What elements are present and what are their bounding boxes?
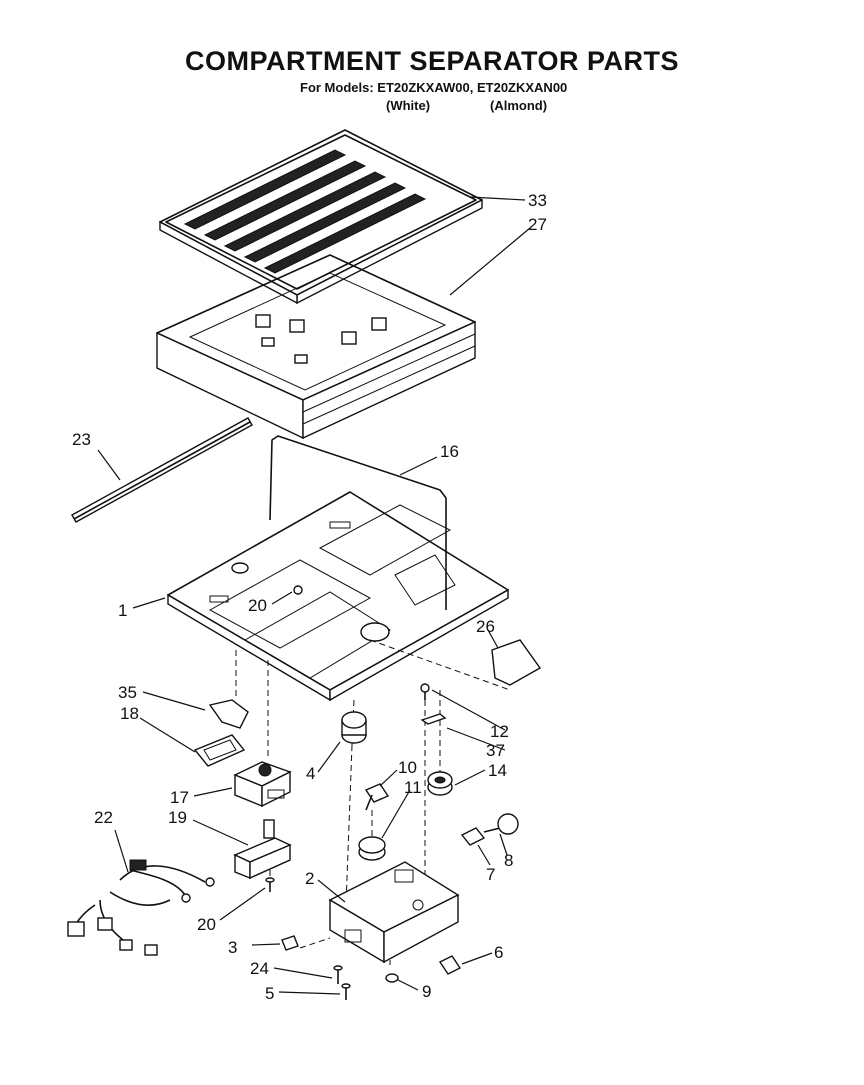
callout-20-lower: 20: [197, 915, 216, 934]
callout-2: 2: [305, 869, 314, 888]
callout-8: 8: [504, 851, 513, 870]
part-33-grille: [159, 129, 483, 305]
callout-24: 24: [250, 959, 269, 978]
part-4-knob: [341, 711, 367, 744]
part-26-tape: [491, 639, 542, 686]
part-6-connector: [438, 955, 462, 975]
part-9-grommet: [385, 973, 399, 983]
callout-27: 27: [528, 215, 547, 234]
part-12-screw: [420, 683, 430, 700]
callout-3: 3: [228, 938, 237, 957]
part-23-strip: [71, 417, 253, 523]
part-10-switch: [364, 783, 390, 811]
part-37-clip: [420, 713, 447, 725]
callout-37: 37: [486, 741, 505, 760]
callout-14: 14: [488, 761, 507, 780]
models-line: For Models: ET20ZKXAW00, ET20ZKXAN00: [300, 80, 568, 95]
callout-19: 19: [168, 808, 187, 827]
part-35-clip: [208, 699, 249, 729]
part-19-bracket: [233, 819, 292, 880]
color-label-white: (White): [386, 98, 431, 113]
part-24-screw: [333, 965, 343, 984]
color-label-almond: (Almond): [490, 98, 548, 113]
part-14-bushing: [427, 771, 453, 796]
part-20-screw-lower: [265, 877, 275, 892]
callout-7: 7: [486, 865, 495, 884]
callout-23: 23: [72, 430, 91, 449]
part-7-socket: [460, 827, 486, 846]
callout-10: 10: [398, 758, 417, 777]
part-2-housing: [328, 861, 460, 964]
callout-5: 5: [265, 984, 274, 1003]
callout-6: 6: [494, 943, 503, 962]
part-18-gasket: [193, 734, 246, 767]
part-22-harness: [67, 859, 215, 956]
callout-16: 16: [440, 442, 459, 461]
callout-35: 35: [118, 683, 137, 702]
leader-lines: [97, 196, 531, 995]
callout-33: 33: [528, 191, 547, 210]
part-27-frame: [156, 254, 476, 440]
callout-20-upper: 20: [248, 596, 267, 615]
part-20-screw-upper: [293, 585, 303, 595]
callout-12: 12: [490, 722, 509, 741]
part-8-bulb: [483, 813, 519, 835]
callout-17: 17: [170, 788, 189, 807]
part-3-clip: [281, 935, 299, 951]
part-16-wire: [269, 435, 447, 610]
callout-11: 11: [404, 778, 422, 797]
callout-26: 26: [476, 617, 495, 636]
callout-22: 22: [94, 808, 113, 827]
page-title: COMPARTMENT SEPARATOR PARTS: [184, 46, 679, 76]
part-11-cap: [358, 836, 386, 861]
part-17-housing: [233, 761, 292, 808]
part-5-screw: [341, 983, 351, 1000]
callout-4: 4: [306, 764, 315, 783]
callout-9: 9: [422, 982, 431, 1001]
callout-1: 1: [118, 601, 127, 620]
part-1-panel: [167, 491, 509, 702]
callout-labels: 33 27 23 16 1 20 26 35 18 12 37 4 10 14 …: [72, 191, 547, 1003]
callout-18: 18: [120, 704, 139, 723]
